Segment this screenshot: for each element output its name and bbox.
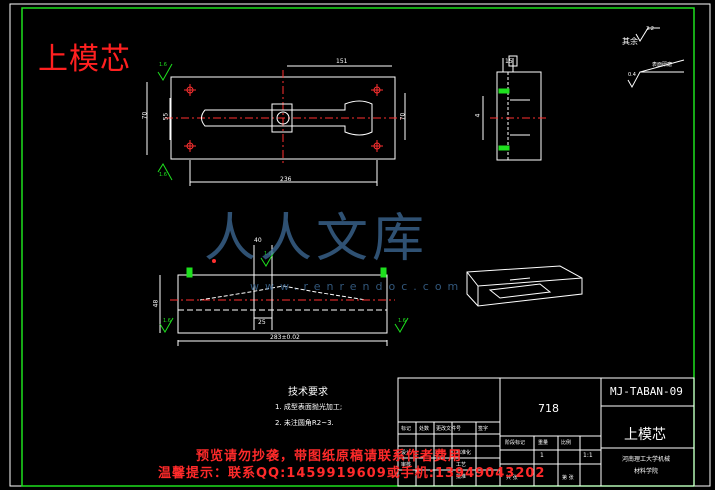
quantity: 1 <box>540 452 544 459</box>
tb-ratio: 比例 <box>561 440 572 446</box>
roughness-value-f: 0.4 <box>628 72 636 78</box>
roughness-symbols-top <box>157 63 173 181</box>
dim-15: 15 <box>505 58 513 65</box>
tb-row-check: 审核 <box>401 462 412 468</box>
datum-mark <box>212 259 216 263</box>
tb-col-count: 处数 <box>419 426 430 432</box>
isometric-view <box>466 265 583 307</box>
dim-236: 236 <box>280 176 292 183</box>
title-block <box>397 377 695 487</box>
tb-sheets: 共 张 <box>506 475 518 481</box>
roughness-value-b: 1.6 <box>159 172 167 178</box>
side-view <box>482 55 548 161</box>
roughness-value-a: 1.6 <box>159 62 167 68</box>
dim-151: 151 <box>336 58 348 65</box>
inner-frame <box>21 7 695 487</box>
tb-col-mark: 标记 <box>401 426 412 432</box>
front-view <box>159 245 395 346</box>
dim-25: 25 <box>258 319 266 326</box>
tb-row-std: 标准化 <box>456 450 472 456</box>
tb-row-process: 工艺 <box>456 462 467 468</box>
site-watermark-url: www.renrendoc.com <box>250 280 465 293</box>
school-name: 河南理工大学机械 <box>622 456 671 463</box>
drawing-number: MJ-TABAN-09 <box>610 385 683 398</box>
dim-4: 4 <box>474 113 482 118</box>
tb-col-sign: 签字 <box>478 426 489 432</box>
watermark-notice: 预览请勿抄袭，带图纸原稿请联系作者费用 <box>196 449 463 464</box>
tech-req-item-2: 2. 未注圆角R2~3. <box>275 419 334 427</box>
dim-70: 70 <box>141 111 149 120</box>
roughness-value-d: 1.6 <box>163 318 171 324</box>
roughness-symbols-front <box>159 251 409 333</box>
surface-notes <box>627 27 685 89</box>
roughness-value-c: 1.6 <box>264 251 272 257</box>
department-name: 材料学院 <box>634 468 659 475</box>
tb-stage: 阶段标记 <box>505 440 526 446</box>
part-title: 上模芯 <box>38 42 131 77</box>
dim-283: 283±0.02 <box>270 334 300 341</box>
watermark-contact: 温馨提示：联系QQ:1459919609或手机:13949043202 <box>158 466 546 481</box>
tb-sheet: 第 张 <box>562 475 574 481</box>
tech-req-item-1: 1. 成型表面抛光加工; <box>275 403 343 411</box>
tb-col-zone: 更改文件号 <box>436 426 462 432</box>
tb-row-design: 设计 <box>401 450 412 456</box>
tb-row-approve: 批准 <box>456 474 467 480</box>
tb-weight: 重量 <box>538 440 549 446</box>
flatness-label: 表面研磨 <box>652 62 673 68</box>
dim-70b: 70 <box>399 112 407 121</box>
site-watermark-logo: 人人文库 <box>204 209 429 269</box>
tech-req-title: 技术要求 <box>288 387 328 398</box>
scale: 1:1 <box>583 452 593 459</box>
roughness-rest-value: 3.2 <box>646 26 654 32</box>
roughness-rest-label: 其余 <box>622 37 638 46</box>
roughness-value-e: 1.6 <box>398 318 406 324</box>
dim-55: 55 <box>162 112 170 121</box>
dim-40: 40 <box>254 237 262 244</box>
top-view <box>146 65 406 186</box>
roughness-symbols-side <box>498 88 510 151</box>
title-block-part-name: 上模芯 <box>624 427 666 443</box>
material: 718 <box>538 402 559 415</box>
dim-48: 48 <box>152 299 160 308</box>
